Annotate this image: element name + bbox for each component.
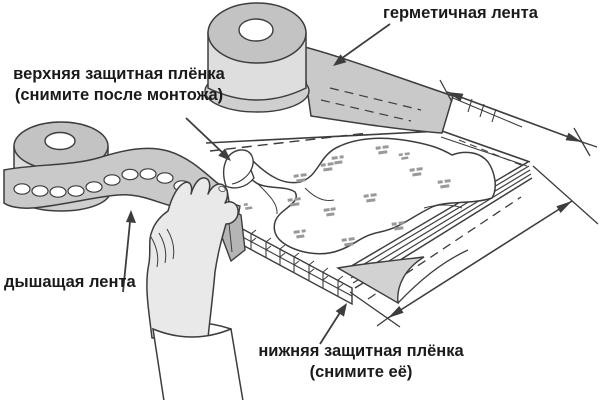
sealing-tape-label: герметичная лента — [383, 4, 538, 22]
film-print-marks — [243, 145, 451, 247]
sleeve — [152, 327, 244, 400]
bottom-protective-film — [336, 249, 469, 305]
top-protective-film — [222, 137, 496, 255]
top-film-label: верхняя защитная плёнка (снимите после м… — [2, 64, 236, 106]
bottom-film-label-line1: нижняя защитная плёнка — [258, 342, 464, 360]
label-arrow-top-film — [185, 117, 231, 161]
hand — [146, 177, 239, 339]
bottom-film-label: нижняя защитная плёнка (снимите её) — [255, 341, 467, 383]
sealing-tape-strip — [300, 44, 454, 134]
dimension-arrow-top — [439, 79, 598, 157]
sealing-tape-roll — [204, 2, 310, 113]
tape-perforations — [13, 168, 208, 202]
top-film-label-line1: верхняя защитная плёнка — [13, 65, 225, 83]
label-arrow-bottom-film — [319, 303, 347, 345]
dimension-arrow-right — [349, 165, 599, 328]
breathing-tape-label: дышащая лента — [4, 273, 136, 291]
thumbnail — [218, 185, 226, 193]
label-arrow-breathing-tape — [122, 210, 136, 293]
label-arrow-sealing-tape — [333, 23, 391, 66]
top-film-label-line2: (снимите после монтожа) — [14, 86, 224, 104]
bottom-film-label-line2: (снимите её) — [309, 363, 413, 381]
